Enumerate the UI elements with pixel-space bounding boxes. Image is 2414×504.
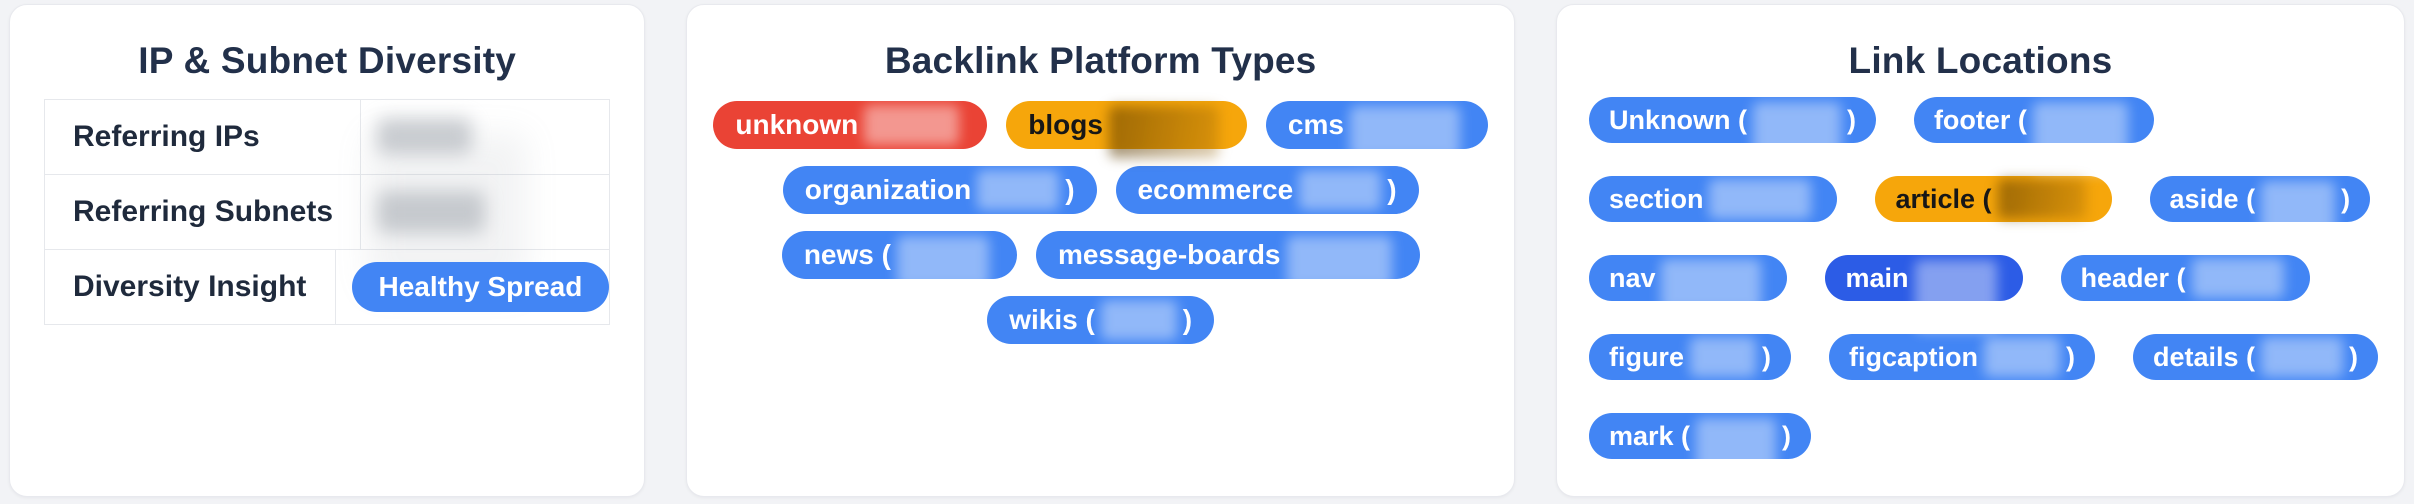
location-pills: Unknown () footer ( section article ( aside… xyxy=(1583,97,2378,478)
pill-location-unknown: Unknown () xyxy=(1588,97,1876,162)
pill-location-footer: footer ( xyxy=(1913,97,2154,174)
pill-organization: organization) xyxy=(782,166,1097,214)
card-title-backlink-platform-types: Backlink Platform Types xyxy=(884,40,1317,81)
redacted-count-blur xyxy=(1100,300,1177,340)
card-link-locations: Link Locations Unknown () footer ( sectio… xyxy=(1555,4,2405,497)
card-title-ip-subnet-diversity: IP & Subnet Diversity xyxy=(138,40,517,81)
pill-row: unknown blogs cms xyxy=(713,101,1488,158)
redacted-count-blur xyxy=(1983,337,2060,377)
pill-location-figcaption: figcaption) xyxy=(1828,334,2095,380)
redacted-count-blur xyxy=(864,105,960,145)
table-row-referring-ips: Referring IPs xyxy=(45,100,610,175)
redacted-count-blur xyxy=(1709,179,1812,219)
redacted-value-blur xyxy=(377,118,473,154)
diversity-insight-badge: Healthy Spread xyxy=(351,262,610,312)
pill-location-nav: nav xyxy=(1588,255,1788,311)
redacted-value-blur xyxy=(377,191,486,233)
pill-blogs: blogs xyxy=(1006,101,1247,158)
pill-location-section: section xyxy=(1588,176,1838,222)
pill-row: mark () xyxy=(1588,413,1811,478)
redacted-count-blur xyxy=(1997,179,2086,219)
row-label: Referring Subnets xyxy=(45,175,362,249)
pill-location-mark: mark () xyxy=(1588,413,1811,478)
pill-location-figure: figure) xyxy=(1588,334,1791,380)
pill-wikis: wikis () xyxy=(987,296,1215,344)
redacted-count-blur xyxy=(1299,170,1382,210)
pill-unknown: unknown xyxy=(713,101,988,149)
pill-cms: cms xyxy=(1265,101,1488,158)
redacted-count-blur xyxy=(2191,258,2284,298)
pill-row: organization) ecommerce) xyxy=(782,166,1419,214)
table-row-diversity-insight: Diversity Insight Healthy Spread xyxy=(45,250,610,324)
row-value-redacted xyxy=(361,133,609,291)
row-label: Referring IPs xyxy=(45,100,362,174)
pill-row: Unknown () footer ( xyxy=(1588,97,2154,174)
pill-row: news ( message-boards xyxy=(781,231,1420,288)
row-value-redacted xyxy=(361,100,609,174)
pill-location-aside: aside () xyxy=(2149,176,2371,241)
redacted-count-blur xyxy=(1286,236,1392,288)
card-ip-subnet-diversity: IP & Subnet Diversity Referring IPs Refe… xyxy=(9,4,646,497)
row-value: Healthy Spread xyxy=(336,250,610,324)
redacted-count-blur xyxy=(1752,102,1841,162)
redacted-count-blur xyxy=(1661,259,1762,311)
pill-message-boards: message-boards xyxy=(1035,231,1420,288)
pill-location-details: details () xyxy=(2132,334,2378,380)
pill-location-article: article ( xyxy=(1875,176,2112,222)
redacted-count-blur xyxy=(896,236,989,288)
pill-row: wikis () xyxy=(987,296,1215,344)
redacted-count-blur xyxy=(1689,337,1756,377)
pill-news: news ( xyxy=(781,231,1017,288)
pill-location-header: header ( xyxy=(2060,255,2310,301)
diversity-table: Referring IPs Referring Subnets Diversit… xyxy=(44,99,611,325)
pill-row: figure) figcaption) details () xyxy=(1588,334,2378,380)
redacted-count-blur xyxy=(1349,106,1460,158)
pill-row: section article ( aside () xyxy=(1588,176,2371,241)
redacted-count-blur xyxy=(2261,181,2336,241)
pill-location-main: main xyxy=(1825,255,2023,332)
row-label: Diversity Insight xyxy=(45,250,336,324)
redacted-count-blur xyxy=(1696,418,1776,478)
redacted-count-blur xyxy=(977,170,1060,210)
redacted-count-blur xyxy=(2032,102,2128,174)
card-title-link-locations: Link Locations xyxy=(1848,40,2113,81)
redacted-count-blur xyxy=(1914,260,1997,332)
pill-ecommerce: ecommerce) xyxy=(1115,166,1419,214)
redacted-count-blur xyxy=(1108,106,1219,158)
table-row-referring-subnets: Referring Subnets xyxy=(45,133,610,291)
redacted-count-blur xyxy=(2261,337,2343,377)
